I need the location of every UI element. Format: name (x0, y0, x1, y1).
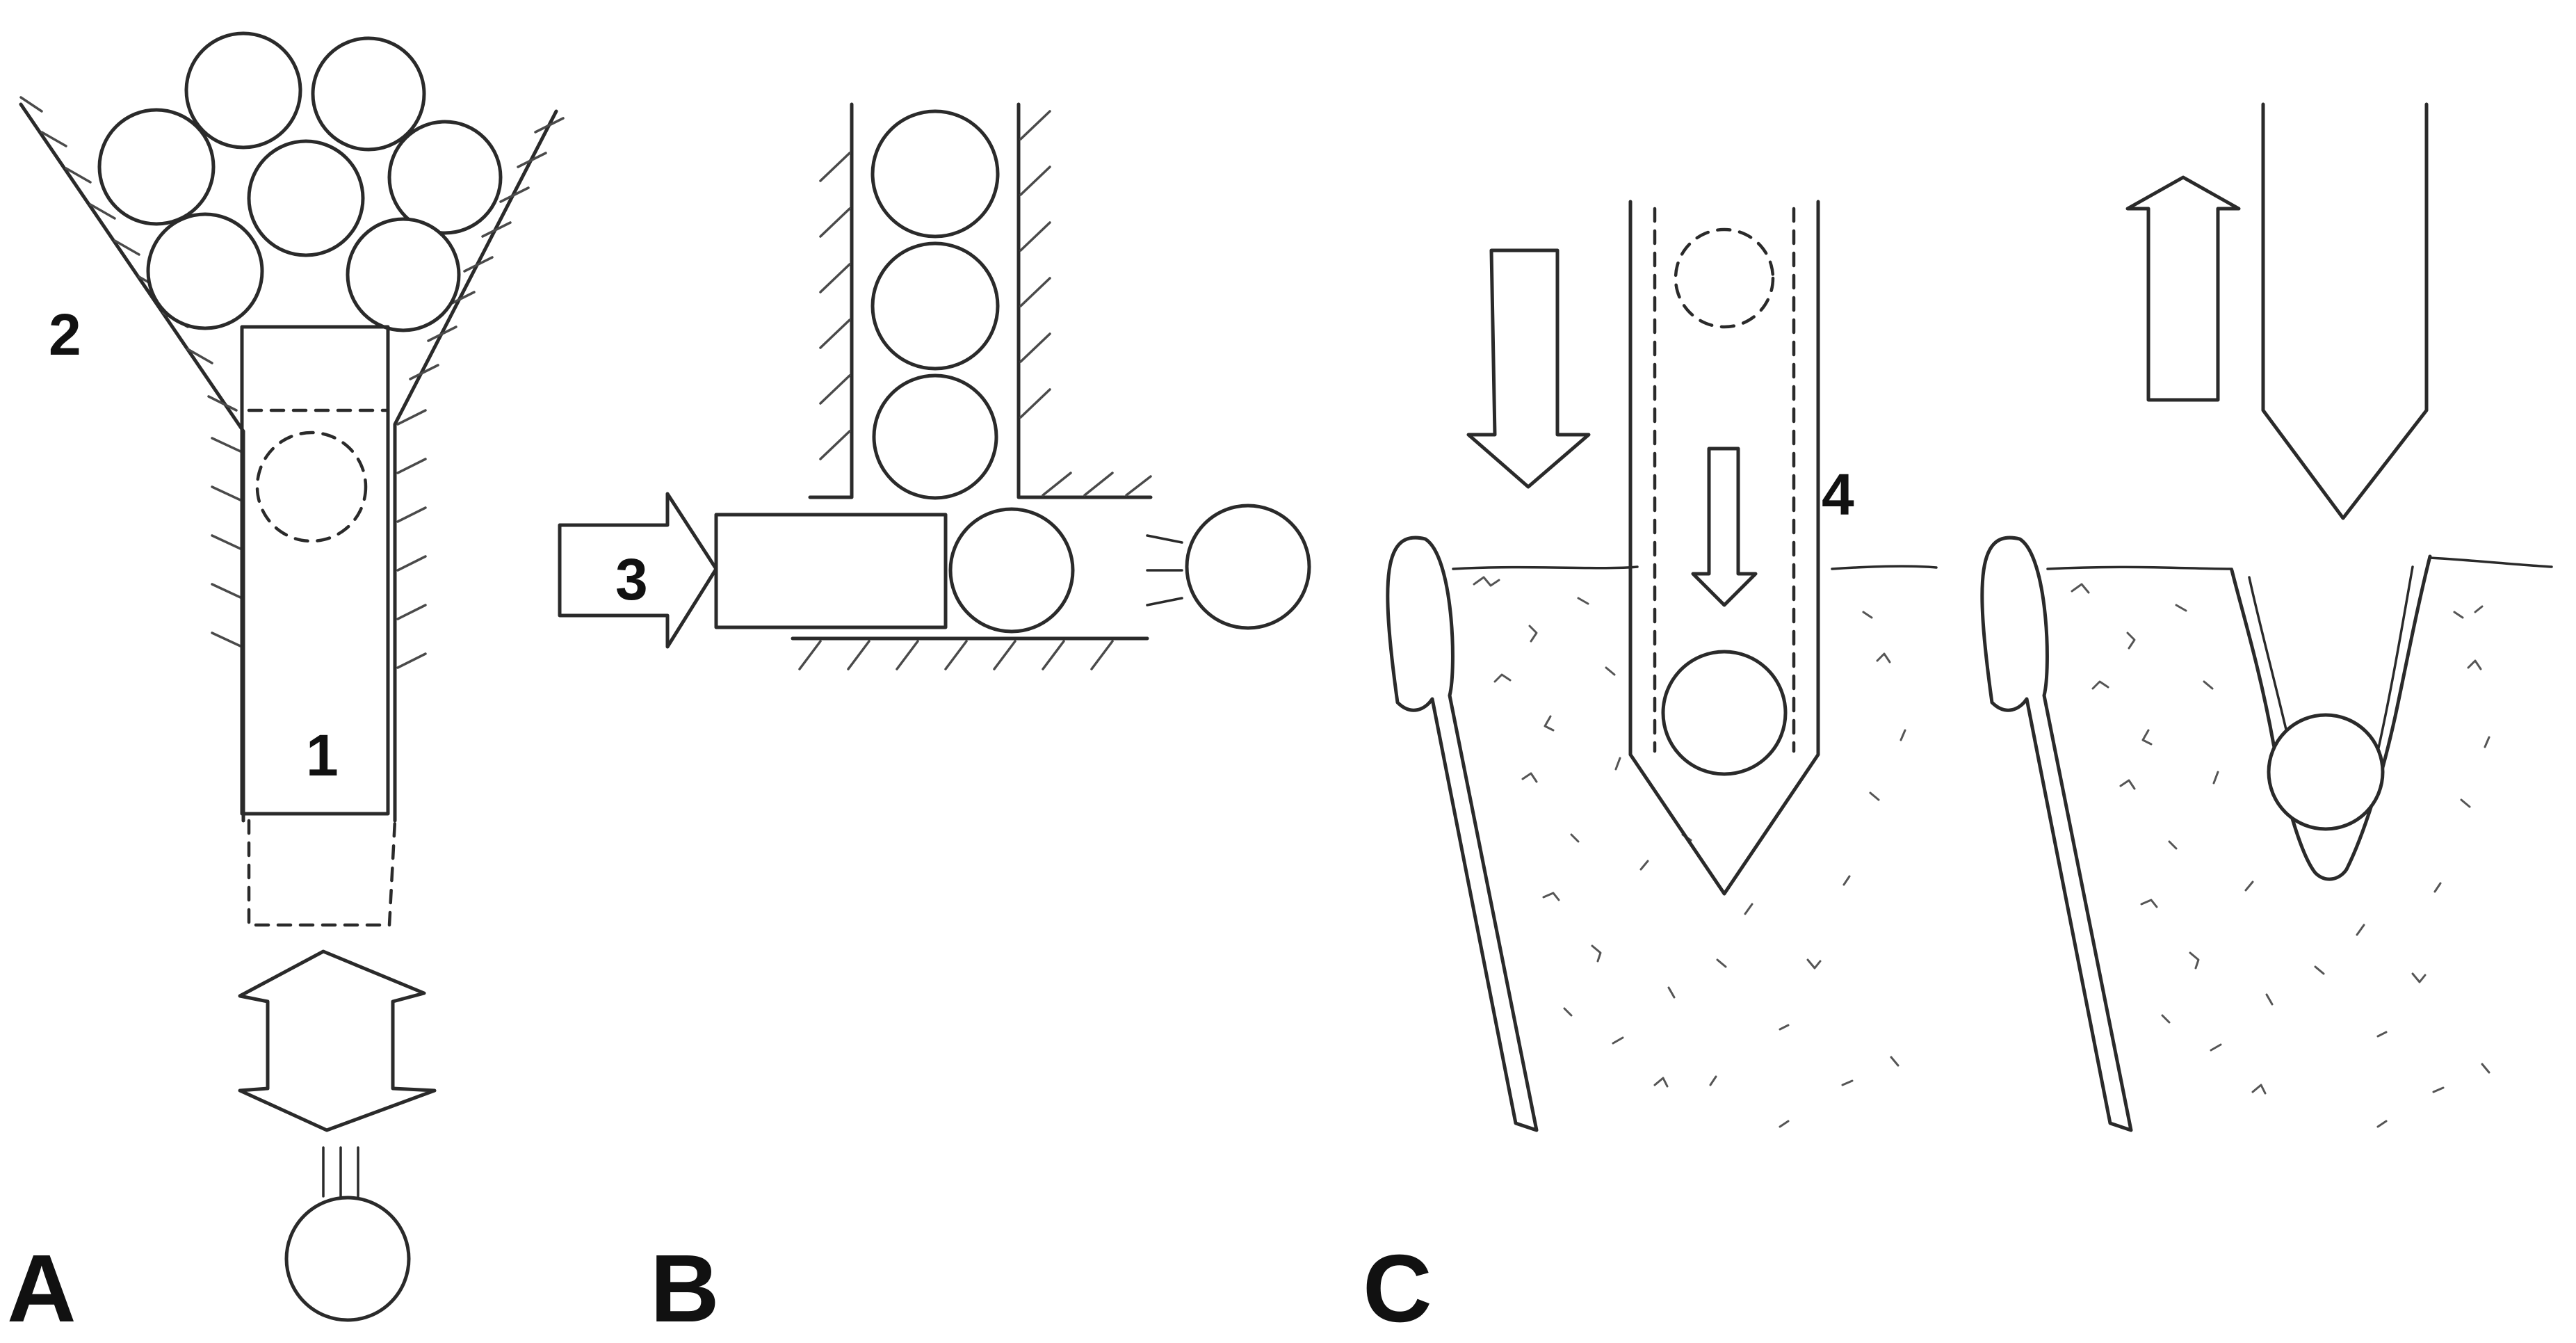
seed-tube-left-wall (808, 102, 854, 499)
seed (184, 31, 302, 150)
panel-label-c: C (1363, 1235, 1432, 1342)
planting-hole (2230, 554, 2432, 881)
pusher-bar (714, 513, 948, 629)
ejected-seed (1185, 504, 1311, 630)
motion-line (1146, 597, 1183, 606)
seed (146, 212, 264, 330)
seed (870, 109, 1000, 239)
push-down-arrow (1466, 248, 1591, 489)
seed (311, 36, 426, 152)
hopper-right-wall (393, 109, 558, 823)
planted-seed (2267, 713, 2385, 831)
callout-4: 4 (1822, 462, 1854, 527)
motion-line (1146, 534, 1183, 544)
hopper-hatching (19, 96, 565, 669)
seed-drop-arrow (1691, 447, 1758, 607)
soil-wall-left (1386, 536, 1539, 1132)
seed (870, 241, 1000, 371)
push-arrow (558, 492, 718, 649)
punch-tube (1628, 200, 1820, 896)
panel-label-b: B (650, 1235, 720, 1342)
reciprocating-arrow (238, 949, 437, 1132)
floor-hatching (798, 640, 1114, 670)
seed-in-transit (1674, 227, 1775, 329)
seed-in-cavity (255, 431, 368, 543)
panel-c-punch-planter: 4 (1363, 102, 2553, 1342)
panel-label-a: A (7, 1235, 76, 1342)
soil-texture-right (2071, 583, 2490, 1128)
seed-at-tip (1661, 650, 1788, 776)
callout-1: 1 (306, 723, 339, 788)
plunger (240, 325, 390, 816)
soil-texture-left (1473, 576, 1906, 1128)
seed (872, 373, 998, 500)
soil-surface-left (1452, 565, 1938, 570)
soil-wall-right (1980, 536, 2133, 1132)
seed (97, 108, 216, 226)
soil-surface-right (2046, 556, 2553, 570)
seed (247, 139, 365, 257)
callout-2: 2 (49, 302, 81, 367)
seed (387, 120, 503, 235)
seed (346, 217, 461, 332)
hopper-seeds (97, 31, 503, 332)
dispensed-seed (284, 1196, 411, 1322)
panel-b-pusher: 3 B (558, 102, 1311, 1342)
plunger-lower-position (247, 819, 397, 927)
panel-a-hopper: 2 1 A (7, 31, 565, 1342)
seed-tube-right-wall (1016, 102, 1153, 499)
pushed-seed (948, 507, 1075, 634)
withdraw-up-arrow (2125, 175, 2241, 402)
withdrawn-punch (2261, 102, 2429, 520)
tube-hatching (819, 110, 1152, 497)
callout-3: 3 (615, 547, 648, 612)
